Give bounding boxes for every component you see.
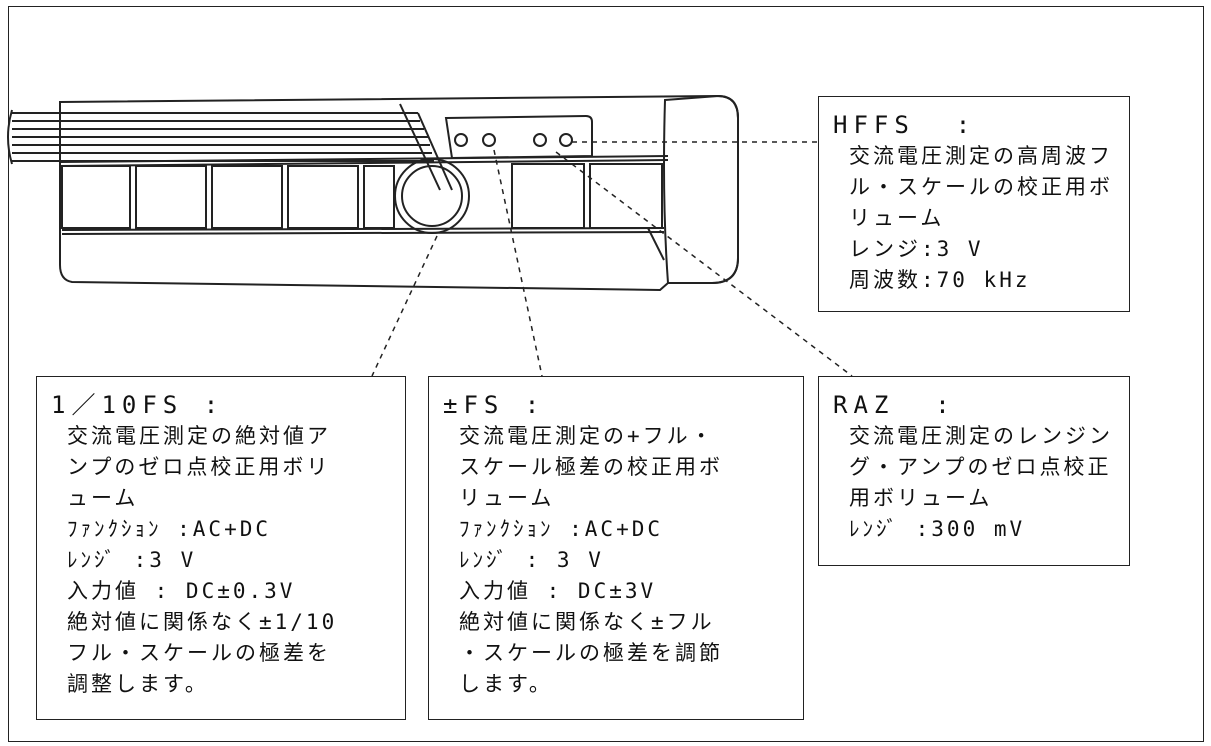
callout-tenth-fs-title: 1／10FS : xyxy=(51,391,225,419)
callout-hffs-line: レンジ:3 V xyxy=(849,237,984,261)
callout-pm-fs-line: ﾚﾝｼﾞ : 3 V xyxy=(459,548,604,572)
callout-pm-fs-line: ﾌｧﾝｸｼｮﾝ :AC+DC xyxy=(459,517,664,541)
callout-tenth-fs: 1／10FS : 交流電圧測定の絶対値ア ンプのゼロ点校正用ボリ ューム ﾌｧﾝ… xyxy=(36,376,406,720)
callout-raz-title: RAZ : xyxy=(833,391,956,419)
callout-tenth-fs-line: フル・スケールの極差を xyxy=(67,641,331,665)
callout-pm-fs: ±FS : 交流電圧測定の+フル・ スケール極差の校正用ボ リューム ﾌｧﾝｸｼ… xyxy=(428,376,804,720)
callout-tenth-fs-line: ﾚﾝｼﾞ :3 V xyxy=(67,548,197,572)
key-row xyxy=(61,163,663,229)
leader-pm-fs xyxy=(493,149,543,377)
callout-hffs-line: 周波数:70 kHz xyxy=(849,268,1031,292)
callout-tenth-fs-line: 調整します。 xyxy=(67,672,209,696)
callout-raz: RAZ : 交流電圧測定のレンジン グ・アンプのゼロ点校正 用ボリューム ﾚﾝｼ… xyxy=(818,376,1130,566)
callout-tenth-fs-line: ューム xyxy=(67,486,139,510)
trimmer-3 xyxy=(533,133,547,147)
front-slope xyxy=(417,112,453,191)
leader-raz xyxy=(555,151,853,377)
leader-tenth-fs xyxy=(371,235,438,377)
callout-raz-line: 交流電圧測定のレンジン xyxy=(849,424,1113,448)
callout-hffs-line: リューム xyxy=(849,206,945,230)
device-end-cap xyxy=(663,94,739,284)
callout-pm-fs-title: ±FS : xyxy=(443,391,546,419)
grip-ridges xyxy=(7,109,434,165)
callout-pm-fs-line: します。 xyxy=(459,672,553,696)
callout-pm-fs-line: ・スケールの極差を調節 xyxy=(459,641,723,665)
leader-lines xyxy=(371,141,853,377)
callout-raz-line: 用ボリューム xyxy=(849,486,993,510)
callout-raz-line: ﾚﾝｼﾞ :300 mV xyxy=(849,517,1026,541)
callout-raz-line: グ・アンプのゼロ点校正 xyxy=(849,455,1112,479)
device-body xyxy=(59,94,739,292)
figure-frame xyxy=(8,6,1204,742)
callout-pm-fs-line: 交流電圧測定の+フル・ xyxy=(459,424,715,448)
callout-pm-fs-line: スケール極差の校正用ボ xyxy=(459,455,723,479)
callout-tenth-fs-line: ンプのゼロ点校正用ボリ xyxy=(67,455,331,479)
callout-hffs-line: 交流電圧測定の高周波フ xyxy=(849,144,1113,168)
callout-pm-fs-line: 入力値 : DC±3V xyxy=(459,579,657,603)
adjust-panel xyxy=(444,114,593,160)
callout-hffs-title: HFFS : xyxy=(833,111,977,139)
trimmer-1 xyxy=(454,133,468,147)
trimmer-2 xyxy=(482,133,496,147)
rotary-knob xyxy=(394,158,470,234)
callout-hffs-line: ル・スケールの校正用ボ xyxy=(849,175,1113,199)
trimmer-4 xyxy=(559,133,573,147)
callout-tenth-fs-line: 入力値 : DC±0.3V xyxy=(67,579,296,603)
callout-tenth-fs-line: 交流電圧測定の絶対値ア xyxy=(67,424,331,448)
callout-tenth-fs-line: ﾌｧﾝｸｼｮﾝ :AC+DC xyxy=(67,517,272,541)
callout-hffs: HFFS : 交流電圧測定の高周波フ ル・スケールの校正用ボ リューム レンジ:… xyxy=(818,96,1130,312)
callout-tenth-fs-line: 絶対値に関係なく±1/10 xyxy=(67,610,338,634)
callout-pm-fs-line: 絶対値に関係なく±フル xyxy=(459,610,715,634)
callout-pm-fs-line: リューム xyxy=(459,486,555,510)
